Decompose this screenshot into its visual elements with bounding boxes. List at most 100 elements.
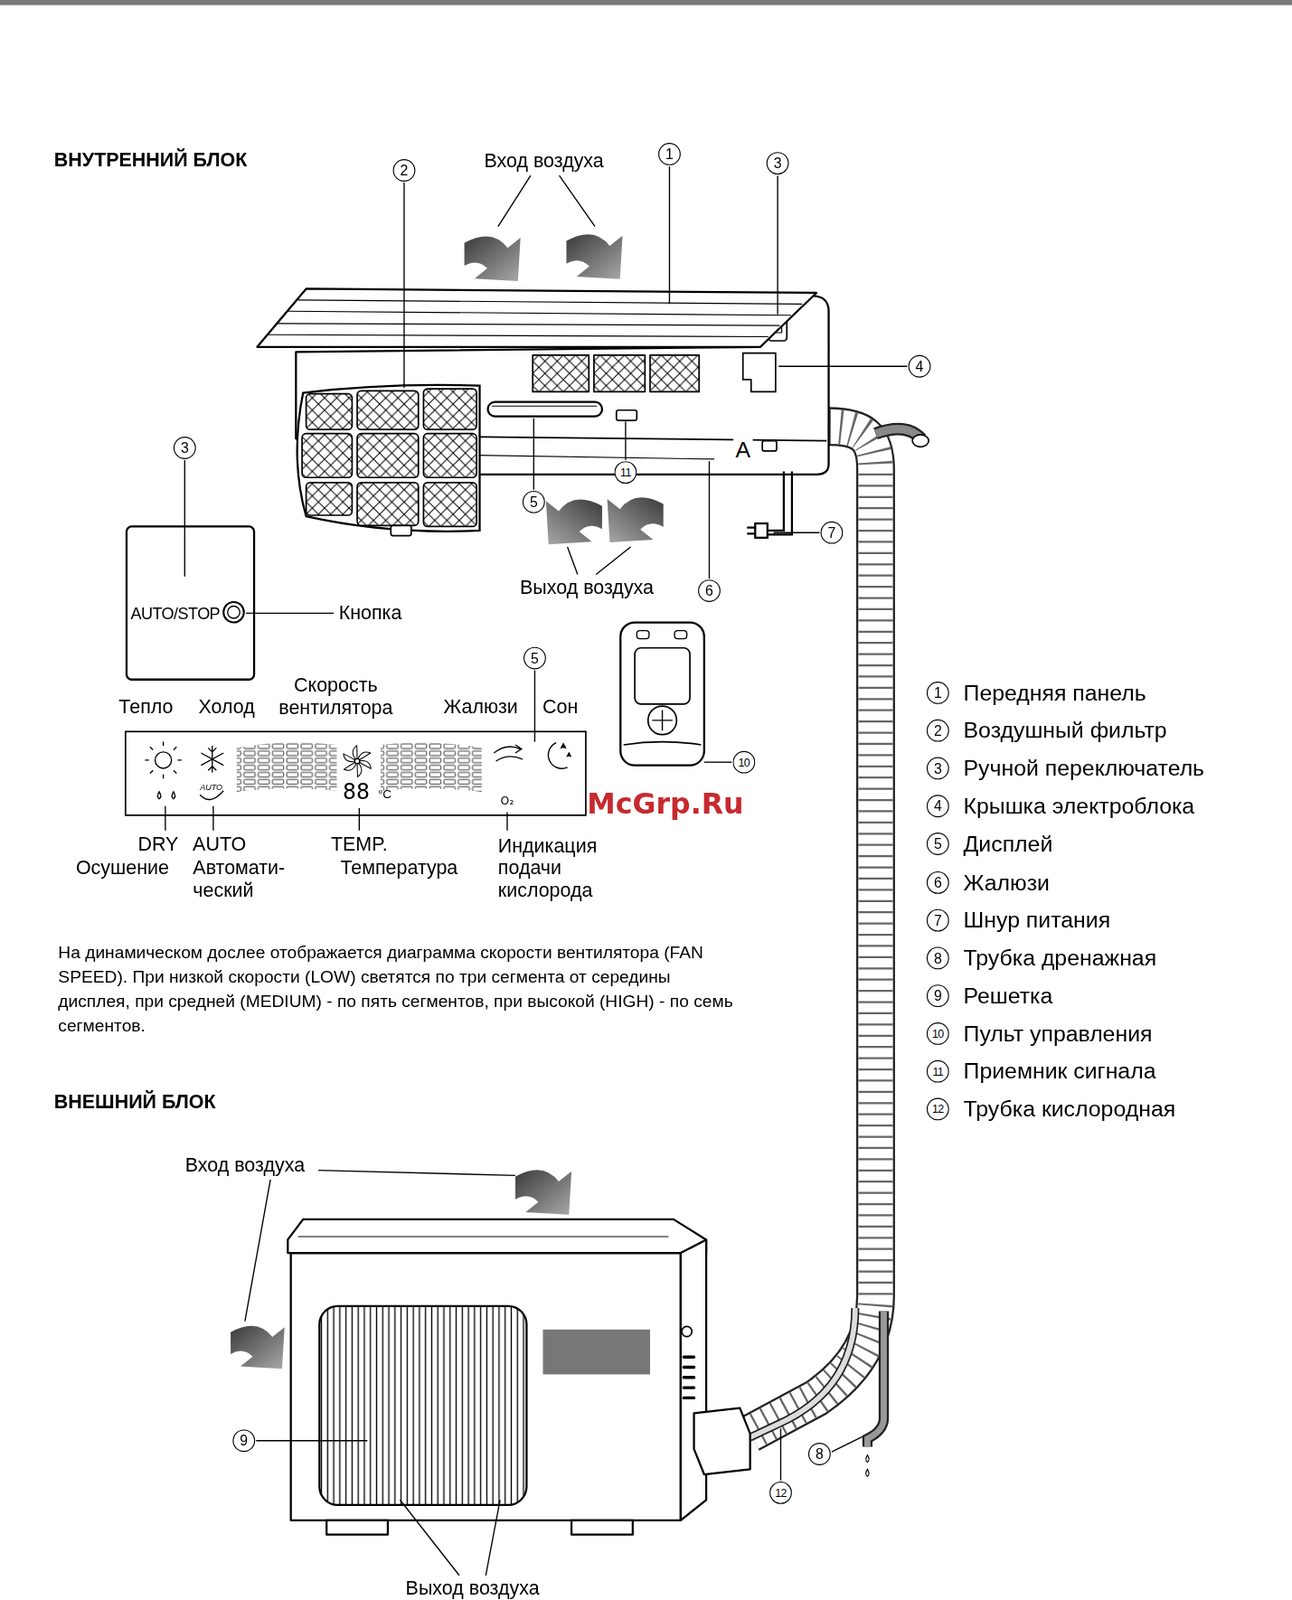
brand-mark: A [733, 437, 753, 464]
pipe-bundle [750, 426, 877, 1434]
leader-line [567, 546, 632, 575]
air-filter [306, 482, 353, 516]
auto-stop-button [223, 602, 245, 623]
air-filter [301, 433, 352, 479]
display-icon [155, 752, 172, 769]
legend-text: Дисплей [963, 830, 1054, 858]
outdoor-unit [287, 1219, 707, 1254]
callout-number: 10 [732, 751, 755, 774]
air-flow-arrow [230, 1326, 285, 1370]
outdoor-unit [681, 1326, 692, 1337]
part-label: Скорость вентилятора [269, 674, 403, 719]
part-label: Вход воздуха [185, 1154, 305, 1178]
outdoor-unit [319, 1306, 527, 1506]
outdoor-unit [542, 1329, 651, 1376]
remote-control [674, 631, 688, 640]
callout-number: 12 [769, 1481, 793, 1505]
legend-text: Жалюзи [963, 869, 1050, 896]
callout-number: 9 [926, 984, 950, 1008]
part-label: Тепло [118, 696, 173, 719]
part-label: Автомати- ческий [192, 857, 295, 902]
indoor-unit [464, 454, 716, 460]
remote-control [620, 622, 705, 766]
leader-line [831, 1436, 863, 1453]
front-panel [256, 288, 817, 347]
part-label: Осушение [75, 857, 170, 880]
leader-line [704, 761, 732, 763]
callout-number: 3 [766, 151, 790, 175]
section-heading: ВНЕШНИЙ БЛОК [54, 1091, 217, 1114]
legend-text: Ручной переключатель [963, 755, 1206, 783]
display-icon [354, 758, 360, 764]
remote-control [623, 742, 702, 746]
leader-line [245, 612, 334, 614]
legend-text: Передняя панель [963, 679, 1147, 707]
legend-text: Пульт управления [963, 1020, 1153, 1047]
callout-number: 4 [908, 355, 932, 378]
pipe-bundle [750, 426, 877, 1434]
air-filter [306, 394, 353, 431]
leader-line [534, 670, 536, 743]
indoor-unit [743, 353, 776, 393]
part-label: Выход воздуха [519, 576, 654, 600]
power-cord [754, 523, 768, 538]
drain-pipe [866, 1455, 869, 1478]
power-cord [767, 471, 793, 535]
display-icon [200, 745, 224, 773]
part-label: Индикация подачи кислорода [498, 834, 616, 902]
part-label: Жалюзи [443, 696, 518, 719]
display-icon [493, 745, 523, 762]
part-label: Кнопка [339, 602, 403, 625]
legend-text: Воздушный фильтр [963, 717, 1168, 745]
outdoor-unit [291, 1253, 681, 1521]
pipe-bundle [750, 426, 877, 1434]
indoor-unit [616, 410, 638, 421]
front-panel [267, 300, 802, 338]
top-band [0, 0, 1292, 6]
indoor-unit [491, 405, 597, 407]
legend-text: Решетка [963, 982, 1054, 1010]
part-label: Вход воздуха [483, 150, 604, 173]
air-filter [357, 433, 419, 479]
callout-number: 1 [658, 142, 681, 166]
callout-number: 3 [173, 436, 197, 460]
leader-line [778, 366, 907, 368]
display-icon [561, 744, 571, 757]
outdoor-unit [326, 1520, 388, 1536]
outdoor-unit [298, 1235, 670, 1237]
leader-line [780, 1428, 782, 1481]
callout-number: 7 [820, 521, 844, 545]
drain-pipe [867, 1310, 884, 1447]
leader-line [255, 1440, 368, 1442]
drain-pipe [867, 1310, 884, 1447]
leader-line [624, 421, 626, 461]
display-panel [236, 742, 338, 793]
callout-number: 2 [393, 159, 416, 182]
note-text: На динамическом дослее отображается диаг… [57, 941, 740, 1039]
display-panel [125, 731, 586, 816]
callout-number: 9 [232, 1429, 255, 1453]
callout-number: 8 [926, 946, 950, 970]
callout-number: 6 [697, 579, 721, 603]
part-label: AUTO [192, 833, 246, 857]
display-icon [144, 742, 182, 780]
drain-pipe [866, 1310, 885, 1477]
callout-number: 7 [926, 909, 950, 933]
leader-line [399, 1499, 500, 1576]
callout-number: 5 [926, 832, 950, 856]
leader-line [184, 460, 186, 577]
part-label: Холод [198, 696, 255, 719]
callout-number: 10 [926, 1022, 950, 1046]
callout-number: 5 [523, 647, 547, 670]
callout-number: 8 [808, 1442, 831, 1466]
display-icon [157, 792, 175, 800]
section-heading: ВНУТРЕННИЙ БЛОК [54, 149, 247, 172]
remote-control [634, 648, 690, 705]
leader-line [165, 806, 508, 831]
legend-text: Приемник сигнала [963, 1058, 1157, 1085]
callout-number: 11 [926, 1060, 950, 1084]
callout-number: 2 [926, 719, 950, 743]
air-filter [423, 433, 477, 479]
display-symbol: O₂ [500, 795, 515, 809]
remote-control [651, 710, 673, 732]
